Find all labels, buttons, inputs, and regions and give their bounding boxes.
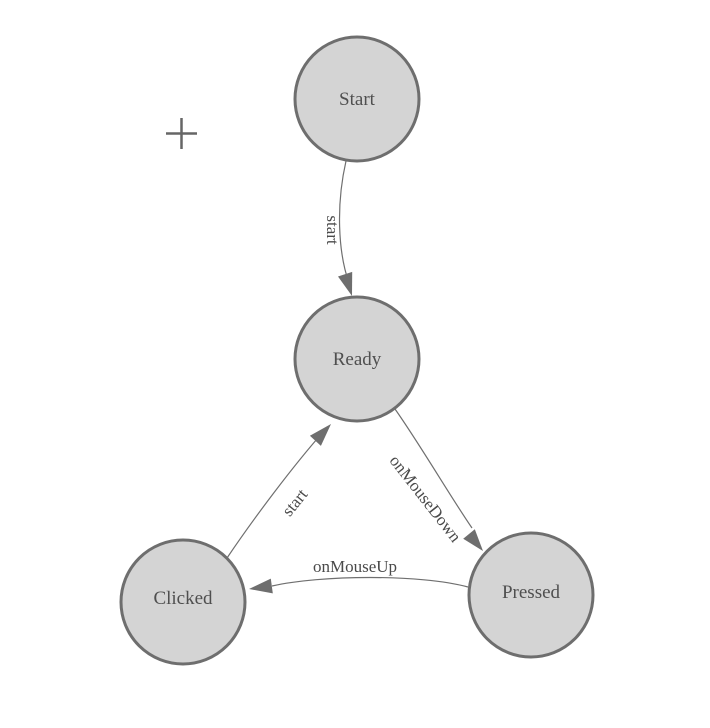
arrowhead-icon	[338, 271, 353, 296]
edge-path[interactable]	[394, 408, 473, 529]
edge-ready-to-pressed[interactable]: onMouseDown	[386, 408, 483, 551]
edge-start-to-ready[interactable]: start	[323, 160, 353, 296]
arrowhead-icon	[309, 424, 331, 446]
edge-label: onMouseUp	[313, 557, 397, 576]
arrowhead-icon	[249, 578, 273, 594]
arrowhead-icon	[463, 529, 483, 551]
node-circle[interactable]	[293, 35, 421, 163]
edge-path[interactable]	[338, 160, 350, 284]
edge-label: start	[323, 215, 342, 245]
state-node-pressed[interactable]: Pressed	[467, 531, 595, 659]
node-circle[interactable]	[293, 295, 421, 423]
edge-clicked-to-ready[interactable]: start	[226, 424, 331, 559]
plus-cursor-icon	[166, 118, 197, 149]
edge-path[interactable]	[226, 430, 325, 559]
node-label: Start	[339, 89, 376, 110]
edge-label: start	[278, 485, 311, 520]
state-node-ready[interactable]: Ready	[293, 295, 421, 423]
node-label: Pressed	[502, 582, 561, 603]
node-label: Clicked	[153, 588, 213, 609]
edge-pressed-to-clicked[interactable]: onMouseUp	[249, 557, 469, 594]
edge-path[interactable]	[271, 576, 469, 588]
state-node-clicked[interactable]: Clicked	[119, 538, 247, 666]
node-circle[interactable]	[119, 538, 247, 666]
state-node-start[interactable]: Start	[293, 35, 421, 163]
node-label: Ready	[333, 349, 382, 370]
node-circle[interactable]	[467, 531, 595, 659]
